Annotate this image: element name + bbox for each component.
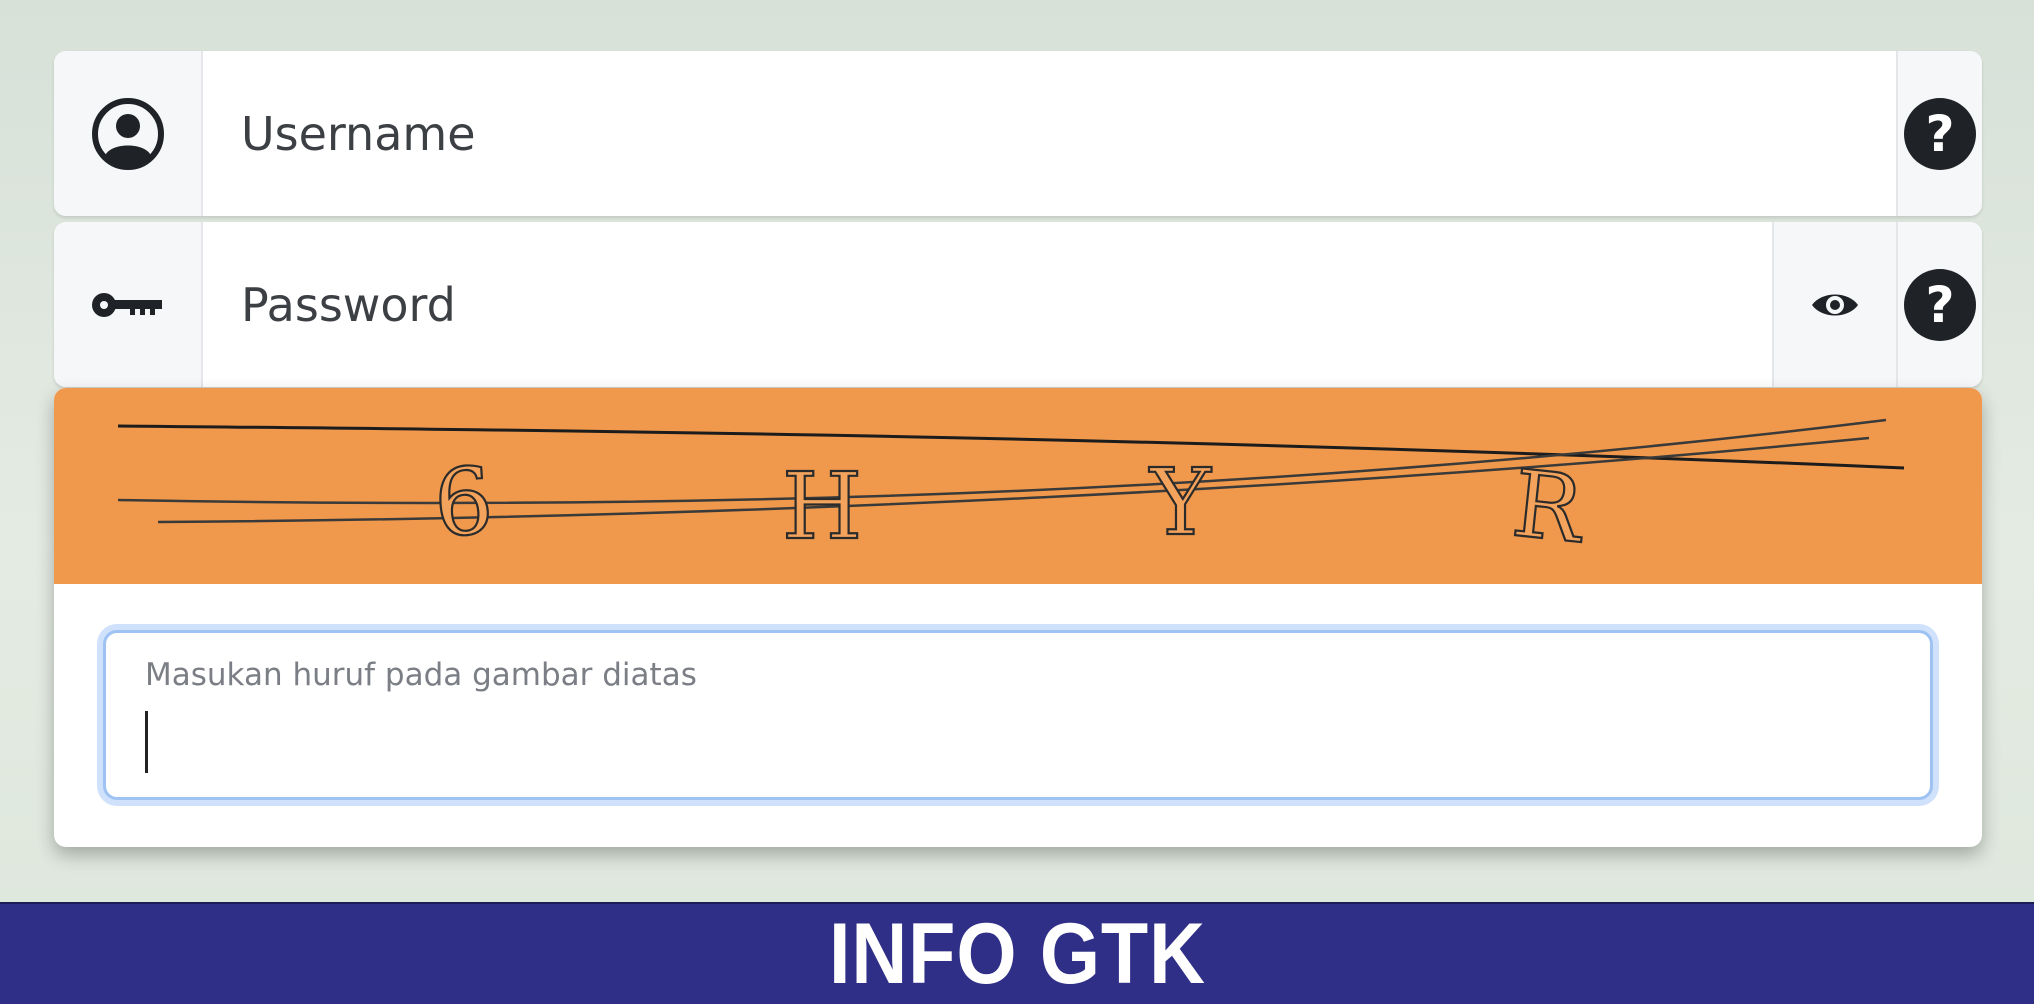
username-icon-addon (54, 51, 203, 216)
password-help-addon[interactable]: ? (1896, 222, 1982, 387)
captcha-char: H (782, 453, 862, 560)
password-icon-addon (54, 222, 203, 387)
username-input-group: Username ? (54, 51, 1982, 216)
info-banner: INFO GTK (0, 902, 2034, 1004)
user-circle-icon (91, 97, 164, 170)
toggle-password-button[interactable] (1772, 222, 1896, 387)
captcha-char: R (1508, 450, 1591, 564)
question-circle-icon[interactable]: ? (1904, 268, 1976, 341)
password-field[interactable]: Password (241, 277, 456, 332)
eye-icon[interactable] (1810, 288, 1860, 322)
text-cursor (145, 711, 148, 773)
username-field[interactable]: Username (241, 106, 476, 161)
captcha-card: 6 H Y R Masukan huruf pada gambar diatas (54, 388, 1982, 847)
captcha-input-label: Masukan huruf pada gambar diatas (145, 657, 697, 693)
banner-title: INFO GTK (828, 905, 1206, 1002)
password-input-group: Password ? (54, 222, 1982, 387)
username-help-addon[interactable]: ? (1896, 51, 1982, 216)
captcha-input[interactable]: Masukan huruf pada gambar diatas (103, 630, 1933, 800)
captcha-char: Y (1148, 449, 1212, 556)
captcha-image: 6 H Y R (54, 388, 1982, 584)
key-icon (91, 292, 162, 317)
question-circle-icon[interactable]: ? (1904, 97, 1976, 170)
captcha-char: 6 (431, 447, 497, 558)
